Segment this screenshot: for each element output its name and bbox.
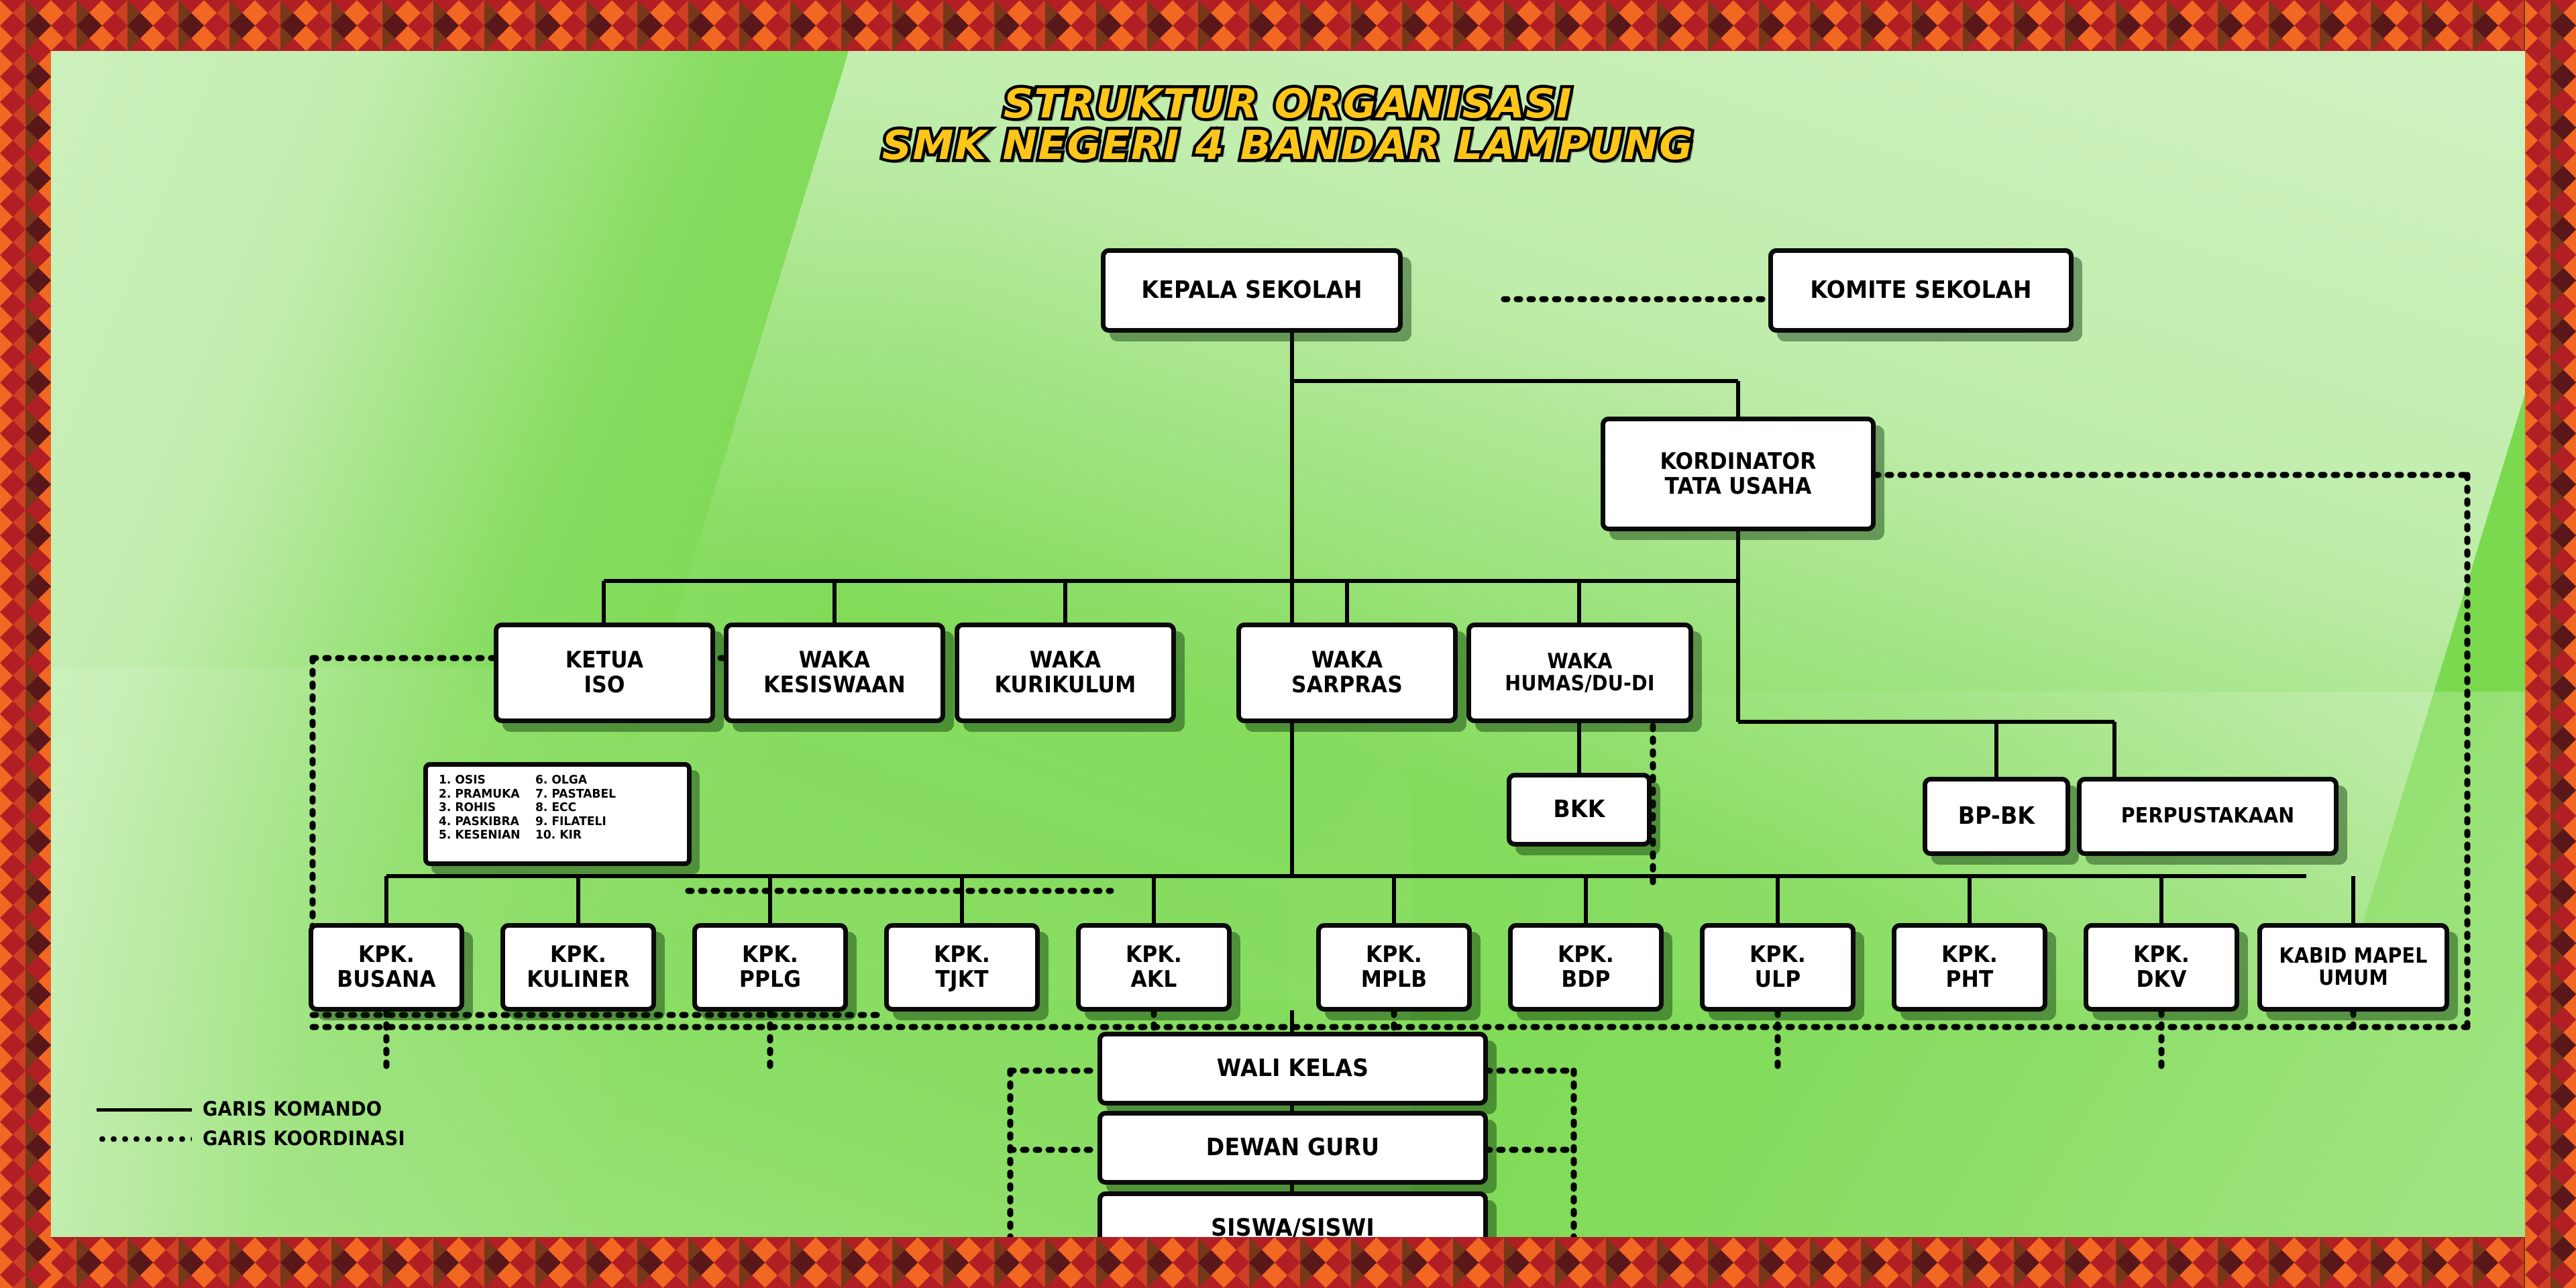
- node-kpk-line2: BUSANA: [337, 966, 436, 993]
- node-kpk-busana[interactable]: KPK.BUSANA: [309, 923, 464, 1012]
- node-kpk-line1: KPK.: [1125, 941, 1183, 969]
- node-kpk-ulp[interactable]: KPK.ULP: [1700, 923, 1856, 1012]
- node-waka-sarpras-line1: WAKA: [1311, 647, 1383, 674]
- tapis-border-bottom: [0, 1237, 2576, 1288]
- node-perpustakaan[interactable]: PERPUSTAKAAN: [2077, 777, 2339, 856]
- node-bkk-label: BKK: [1553, 795, 1605, 823]
- node-kpk-line2: BDP: [1561, 966, 1611, 993]
- node-komite-sekolah[interactable]: KOMITE SEKOLAH: [1768, 248, 2074, 333]
- ekskul-item: 8. ECC: [535, 800, 577, 814]
- node-kpk-line1: KPK.: [1941, 941, 1998, 969]
- node-kpk-line1: KPK.: [1365, 941, 1423, 969]
- node-ketua-iso-line2: ISO: [584, 672, 625, 698]
- node-waka-sarpras[interactable]: WAKA SARPRAS: [1236, 623, 1458, 723]
- ekskul-item: 3. ROHIS: [439, 800, 496, 814]
- ekskul-item: 10. KIR: [535, 828, 582, 842]
- node-kpk-dkv[interactable]: KPK.DKV: [2084, 923, 2239, 1012]
- node-waka-humas-dudi-line2: HUMAS/DU-DI: [1505, 672, 1655, 696]
- node-dewan-guru[interactable]: DEWAN GURU: [1097, 1111, 1488, 1185]
- node-kordinator-tata-usaha-line2: TATA USAHA: [1664, 472, 1812, 500]
- node-kpk-line1: KABID MAPEL: [2279, 943, 2428, 968]
- node-wali-kelas[interactable]: WALI KELAS: [1097, 1032, 1488, 1106]
- node-ketua-iso-line1: KETUA: [565, 647, 644, 674]
- node-perpustakaan-label: PERPUSTAKAAN: [2121, 804, 2295, 828]
- node-kpk-line2: PPLG: [739, 966, 802, 993]
- node-siswa-siswi[interactable]: SISWA/SISWI: [1097, 1191, 1488, 1237]
- node-kpk-line1: KPK.: [549, 941, 607, 969]
- node-kpk-line1: KPK.: [358, 941, 415, 969]
- node-kpk-line2: TJKT: [935, 966, 989, 993]
- node-bp-bk-label: BP-BK: [1957, 802, 2035, 830]
- node-kordinator-tata-usaha[interactable]: KORDINATOR TATA USAHA: [1601, 417, 1876, 531]
- node-ketua-iso[interactable]: KETUA ISO: [494, 623, 715, 723]
- node-kpk-line2: DKV: [2136, 966, 2187, 993]
- node-kpk-pplg[interactable]: KPK.PPLG: [692, 923, 848, 1012]
- node-kpk-line2: ULP: [1754, 966, 1801, 993]
- node-kpk-akl[interactable]: KPK.AKL: [1076, 923, 1232, 1012]
- node-waka-kesiswaan-line2: KESISWAAN: [763, 672, 906, 698]
- tapis-border-top: [0, 0, 2576, 51]
- ekskul-item: 5. KESENIAN: [439, 828, 521, 842]
- org-chart: KEPALA SEKOLAH KOMITE SEKOLAH KORDINATOR…: [51, 51, 2525, 1237]
- node-kpk-mplb[interactable]: KPK.MPLB: [1316, 923, 1472, 1012]
- legend-row-koordinasi: GARIS KOORDINASI: [91, 1124, 418, 1153]
- node-kpk-line2: MPLB: [1360, 966, 1428, 993]
- ekskul-item: 6. OLGA: [535, 773, 587, 787]
- node-bp-bk[interactable]: BP-BK: [1923, 777, 2070, 856]
- node-kpk-line1: KPK.: [741, 941, 799, 969]
- ekskul-item: 2. PRAMUKA: [439, 786, 520, 801]
- tapis-border-left: [0, 0, 51, 1288]
- legend-row-komando: GARIS KOMANDO: [91, 1094, 418, 1124]
- node-kepala-sekolah[interactable]: KEPALA SEKOLAH: [1101, 248, 1403, 333]
- legend-solid-line-icon: [91, 1102, 192, 1116]
- node-waka-kurikulum-line1: WAKA: [1029, 647, 1102, 674]
- node-kpk-line2: PHT: [1945, 966, 1994, 993]
- legend-dotted-line-icon: [91, 1131, 192, 1146]
- ekskul-item: 4. PASKIBRA: [439, 814, 519, 828]
- node-wali-kelas-label: WALI KELAS: [1216, 1054, 1369, 1082]
- node-bkk[interactable]: BKK: [1507, 773, 1652, 847]
- node-komite-sekolah-label: KOMITE SEKOLAH: [1810, 276, 2032, 304]
- legend: GARIS KOMANDO GARIS KOORDINASI: [91, 1094, 418, 1153]
- chart-canvas: STRUKTUR ORGANISASI SMK NEGERI 4 BANDAR …: [51, 51, 2525, 1237]
- node-waka-sarpras-line2: SARPRAS: [1291, 672, 1403, 698]
- node-kepala-sekolah-label: KEPALA SEKOLAH: [1141, 276, 1362, 304]
- node-kpk-line1: KPK.: [933, 941, 991, 969]
- node-waka-kesiswaan[interactable]: WAKA KESISWAAN: [724, 623, 945, 723]
- node-siswa-siswi-label: SISWA/SISWI: [1211, 1214, 1375, 1237]
- node-waka-humas-dudi[interactable]: WAKA HUMAS/DU-DI: [1466, 623, 1693, 723]
- node-waka-kesiswaan-line1: WAKA: [798, 647, 871, 674]
- node-kpk-kuliner[interactable]: KPK.KULINER: [500, 923, 656, 1012]
- node-waka-kurikulum[interactable]: WAKA KURIKULUM: [955, 623, 1176, 723]
- legend-komando-label: GARIS KOMANDO: [203, 1097, 382, 1120]
- node-kpk-line1: KPK.: [1557, 941, 1615, 969]
- tapis-border-right: [2525, 0, 2576, 1288]
- ekskul-item: 7. PASTABEL: [535, 786, 616, 801]
- node-kordinator-tata-usaha-line1: KORDINATOR: [1660, 447, 1817, 475]
- node-kpk-tjkt[interactable]: KPK.TJKT: [884, 923, 1040, 1012]
- legend-koordinasi-label: GARIS KOORDINASI: [203, 1127, 405, 1150]
- node-waka-kurikulum-line2: KURIKULUM: [994, 672, 1136, 698]
- node-kpk-bdp[interactable]: KPK.BDP: [1508, 923, 1664, 1012]
- ekskul-item: 1. OSIS: [439, 773, 486, 787]
- node-kpk-line1: KPK.: [2133, 941, 2190, 969]
- node-kpk-line2: UMUM: [2318, 966, 2388, 990]
- node-kpk-line1: KPK.: [1749, 941, 1807, 969]
- node-kpk-line2: KULINER: [527, 966, 630, 993]
- node-waka-humas-dudi-line1: WAKA: [1547, 649, 1613, 674]
- node-kpk-line2: AKL: [1130, 966, 1177, 993]
- node-dewan-guru-label: DEWAN GURU: [1205, 1133, 1380, 1161]
- ekskul-item: 9. FILATELI: [535, 814, 606, 828]
- node-kpk-pht[interactable]: KPK.PHT: [1892, 923, 2047, 1012]
